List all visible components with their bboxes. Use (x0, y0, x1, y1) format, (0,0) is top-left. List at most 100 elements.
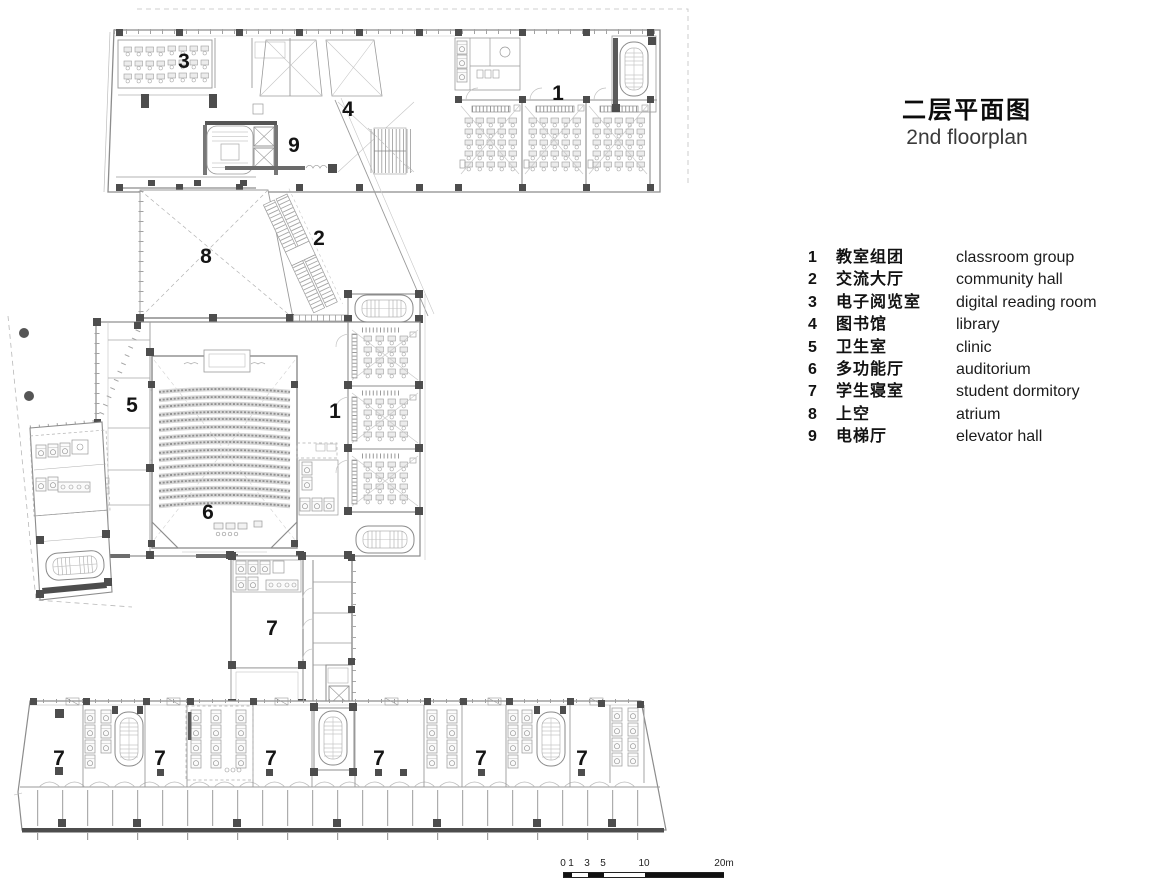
scale-tick-label: 0 (560, 858, 566, 869)
sheet-title-en: 2nd floorplan (906, 126, 1028, 149)
legend-en: clinic (956, 338, 992, 356)
legend-zh: 多功能厅 (836, 360, 905, 378)
scale-tick-label: 5 (600, 858, 606, 869)
projection-booth (203, 349, 251, 373)
legend-num: 9 (808, 428, 817, 446)
legend-zh: 图书馆 (836, 316, 888, 334)
room-label: 4 (342, 98, 354, 121)
legend-zh: 交流大厅 (836, 271, 905, 289)
legend-en: digital reading room (956, 293, 1097, 311)
legend-num: 3 (808, 293, 817, 311)
community-hall-stair (262, 188, 343, 314)
legend-en: classroom group (956, 249, 1075, 266)
elevator-icon (253, 126, 275, 147)
legend-row: 3 电子阅览室 digital reading room (808, 292, 1138, 314)
window-marks (65, 697, 604, 706)
oval-stair-mid-bottom (355, 525, 415, 554)
room-label: 8 (200, 245, 212, 268)
elevator-hall-core (203, 103, 278, 175)
stage-tables (213, 520, 263, 537)
auditorium-room (151, 349, 298, 553)
dorm-core-c (310, 703, 357, 776)
plan-labels: 3 4 9 1 2 8 5 1 6 7 7 7 7 7 7 7 (53, 50, 588, 770)
room-label: 7 (475, 747, 487, 770)
sheet-title-zh: 二层平面图 (902, 97, 1032, 124)
classrooms-top (455, 87, 657, 188)
legend-zh: 电梯厅 (836, 428, 888, 446)
title-block: 二层平面图 2nd floorplan (862, 98, 1072, 152)
room-label: 7 (53, 747, 65, 770)
legend-num: 2 (808, 271, 817, 289)
legend-num: 6 (808, 360, 817, 378)
bottom-wing (13, 697, 667, 840)
oval-stair-left (44, 549, 106, 582)
legend-en: community hall (956, 271, 1063, 289)
room-label: 9 (288, 134, 300, 157)
room-label: 7 (373, 747, 385, 770)
elevator-icon (253, 147, 275, 168)
digital-reading-room (117, 39, 213, 89)
main-stair (367, 127, 413, 175)
legend-row: 9 电梯厅 elevator hall (808, 426, 1138, 448)
vwing-rooms (302, 581, 352, 666)
classrooms-mid (335, 322, 421, 513)
auditorium-seat-rows (158, 386, 291, 509)
legend-row: 2 交流大厅 community hall (808, 269, 1138, 291)
room-label: 7 (576, 747, 588, 770)
scale-bar-strip (563, 872, 724, 878)
vertical-wing (228, 552, 356, 712)
legend-row: 1 教室组团 classroom group (808, 247, 1138, 269)
dorm-core-a (84, 706, 144, 769)
room-label: 7 (265, 747, 277, 770)
room-label: 6 (202, 501, 214, 524)
mid-block (93, 294, 426, 560)
legend-en: student dormitory (956, 383, 1080, 401)
legend-num: 1 (808, 249, 817, 266)
column-dot (19, 328, 29, 338)
room-label: 2 (313, 227, 325, 250)
legend-zh: 教室组团 (836, 249, 905, 266)
legend-num: 7 (808, 383, 817, 401)
clinic-rooms (99, 339, 162, 506)
toilet-block-left (29, 429, 111, 517)
left-block (7, 315, 143, 608)
legend-row: 7 学生寝室 student dormitory (808, 381, 1138, 403)
toilet-block-top (454, 37, 521, 91)
connector (136, 188, 423, 323)
oval-stair-top-right (611, 35, 657, 113)
room-label: 7 (154, 747, 166, 770)
room-label: 3 (178, 50, 190, 73)
scale-tick-label: 3 (584, 858, 590, 869)
room-label: 1 (329, 400, 341, 423)
dorm-core-b (185, 705, 254, 781)
scale-tick-label: 20m (714, 858, 734, 869)
room-legend: 1 教室组团 classroom group 2 交流大厅 community hall… (808, 247, 1138, 449)
legend-zh: 卫生室 (836, 338, 888, 356)
room-label: 7 (266, 617, 278, 640)
legend-en: atrium (956, 405, 1001, 423)
legend-num: 5 (808, 338, 817, 356)
toilet-block-mid (296, 442, 339, 516)
room-label: 1 (552, 82, 564, 105)
legend-zh: 电子阅览室 (836, 293, 922, 311)
scale-tick-label: 10 (638, 858, 650, 869)
legend-row: 5 卫生室 clinic (808, 337, 1138, 359)
room-label: 5 (126, 394, 138, 417)
legend-en: elevator hall (956, 428, 1043, 446)
legend-en: auditorium (956, 360, 1031, 378)
legend-row: 6 多功能厅 auditorium (808, 359, 1138, 381)
library-skylights (259, 39, 435, 317)
toilet-block-vwing (232, 559, 302, 593)
top-wing (103, 8, 689, 317)
legend-zh: 学生寝室 (836, 383, 905, 401)
scale-tick-label: 1 (568, 858, 574, 869)
legend-en: library (956, 316, 1000, 334)
column-dot (24, 391, 34, 401)
accessible-wc-icon (499, 46, 511, 58)
legend-zh: 上空 (836, 405, 871, 423)
dorm-core-e (507, 706, 566, 769)
